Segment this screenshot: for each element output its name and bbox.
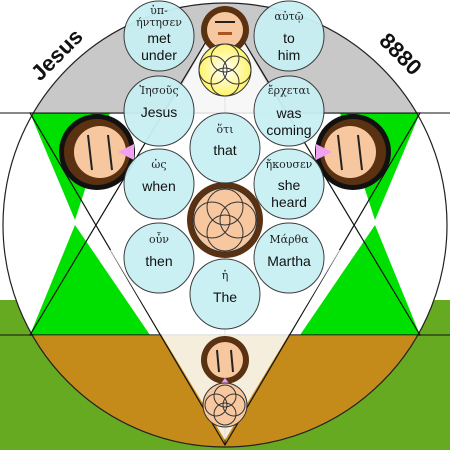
- face-icon: [201, 336, 249, 386]
- bubble-greek: ὡς: [151, 158, 166, 171]
- bubble-greek-2: ήντησεν: [136, 16, 182, 29]
- bubble-jesus: Ἰησοῦς Jesus: [123, 75, 195, 147]
- face-icon: [187, 182, 263, 258]
- face-icon: [201, 6, 249, 54]
- bubble-english: that: [213, 142, 236, 158]
- face-icon: [315, 114, 391, 190]
- bubble-the: ἡ The: [189, 258, 261, 330]
- bubble-english: then: [145, 253, 172, 269]
- bubble-greek: Μάρθα: [269, 233, 309, 246]
- bubble-greek: ἡ: [222, 269, 229, 282]
- bubble-english: Martha: [267, 253, 311, 269]
- bubble-greek: οὖν: [149, 232, 169, 246]
- bubble-english-2: under: [141, 47, 177, 63]
- face-icon: [59, 114, 135, 190]
- bubble-greek: Ἰησοῦς: [139, 84, 178, 97]
- green-wedge-lower-right: [300, 225, 420, 335]
- bubble-english: was: [276, 105, 302, 121]
- bubble-english-2: him: [278, 47, 301, 63]
- bubble-greek: αὐτῷ: [274, 10, 303, 23]
- green-wedge-lower-left: [30, 225, 150, 335]
- bubble-greek: ἤκουσεν: [266, 158, 313, 171]
- bubble-english: met: [147, 30, 170, 46]
- bubble-that: ὅτι that: [189, 112, 261, 184]
- bubble-english: she: [278, 177, 301, 193]
- bubble-greek: ὅτι: [216, 123, 233, 136]
- bubble-martha: Μάρθα Martha: [253, 222, 325, 294]
- bubble-english-2: coming: [266, 122, 311, 138]
- bubble-greek: ὑπ-: [150, 4, 168, 17]
- bubble-english: to: [283, 30, 295, 46]
- bubble-greek: ἔρχεται: [268, 84, 311, 97]
- bubble-then: οὖν then: [123, 222, 195, 294]
- bubble-she-heard: ἤκουσεν she heard: [253, 148, 325, 220]
- bubble-english: when: [141, 178, 175, 194]
- bubble-english: Jesus: [141, 104, 178, 120]
- bubble-when: ὡς when: [123, 148, 195, 220]
- flower-icon: [198, 43, 252, 97]
- word-bubbles: ὑπ- ήντησεν met under αὐτῷ to him Ἰησοῦς…: [123, 0, 325, 330]
- bubble-english-2: heard: [271, 194, 307, 210]
- bubble-to-him: αὐτῷ to him: [253, 0, 325, 72]
- bubble-met-under: ὑπ- ήντησεν met under: [123, 0, 195, 72]
- bubble-english: The: [213, 289, 237, 305]
- flower-icon: [202, 382, 248, 428]
- bubble-was-coming: ἔρχεται was coming: [253, 75, 325, 147]
